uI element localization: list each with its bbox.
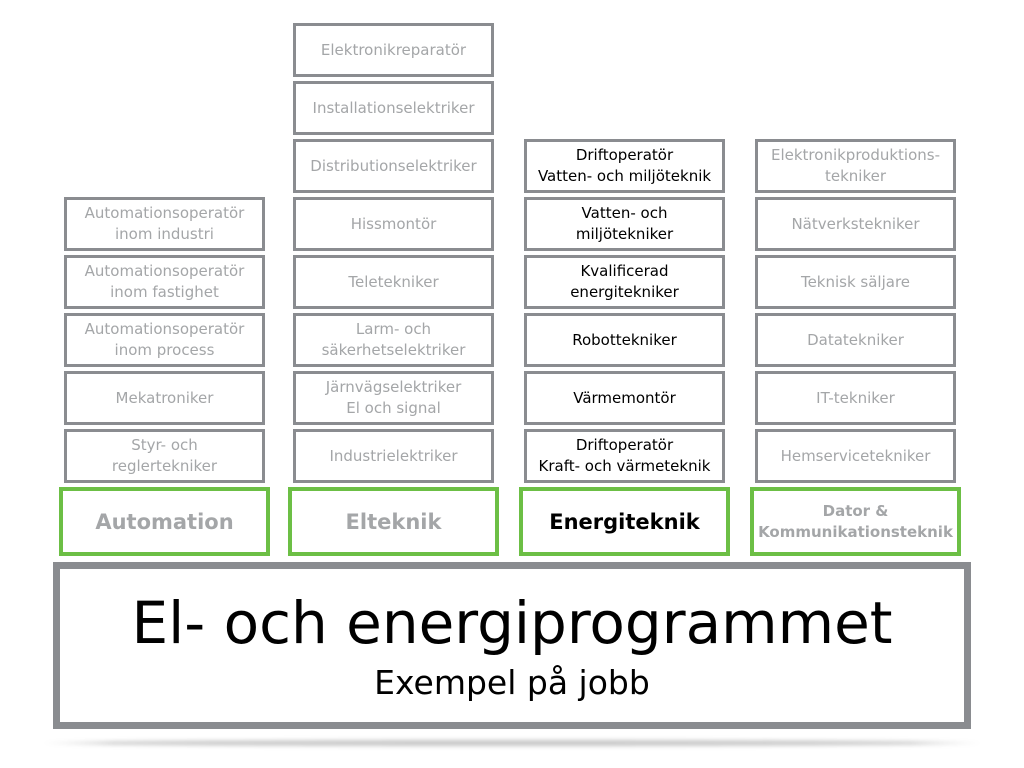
job-box: Styr- och reglertekniker <box>64 429 265 483</box>
program-box: El- och energiprogrammet Exempel på jobb <box>53 562 971 729</box>
program-subtitle: Exempel på jobb <box>374 663 650 702</box>
job-box: Driftoperatör Kraft- och värmeteknik <box>524 429 725 483</box>
job-box: Industrielektriker <box>293 429 494 483</box>
job-box: Automationsoperatör inom process <box>64 313 265 367</box>
job-box: Teknisk säljare <box>755 255 956 309</box>
job-box: Teletekniker <box>293 255 494 309</box>
job-box: Hissmontör <box>293 197 494 251</box>
job-box: Larm- och säkerhetselektriker <box>293 313 494 367</box>
category-elteknik: Elteknik <box>288 487 499 556</box>
program-title: El- och energiprogrammet <box>131 589 893 657</box>
job-box: Hemservicetekniker <box>755 429 956 483</box>
job-box: Datatekniker <box>755 313 956 367</box>
job-box: Robottekniker <box>524 313 725 367</box>
job-box: Distributionselektriker <box>293 139 494 193</box>
job-box: Mekatroniker <box>64 371 265 425</box>
job-box: Elektronikproduktions- tekniker <box>755 139 956 193</box>
job-box: Automationsoperatör inom industri <box>64 197 265 251</box>
job-box: IT-tekniker <box>755 371 956 425</box>
category-energiteknik: Energiteknik <box>519 487 730 556</box>
category-dator-kommunikationsteknik: Dator & Kommunikationsteknik <box>750 487 961 556</box>
job-box: Vatten- och miljötekniker <box>524 197 725 251</box>
job-box: Kvalificerad energitekniker <box>524 255 725 309</box>
job-box: Järnvägselektriker El och signal <box>293 371 494 425</box>
base-shadow <box>40 740 984 746</box>
job-box: Värmemontör <box>524 371 725 425</box>
job-box: Automationsoperatör inom fastighet <box>64 255 265 309</box>
job-box: Installationselektriker <box>293 81 494 135</box>
job-box: Nätverkstekniker <box>755 197 956 251</box>
job-box: Elektronikreparatör <box>293 23 494 77</box>
category-automation: Automation <box>59 487 270 556</box>
job-box: Driftoperatör Vatten- och miljöteknik <box>524 139 725 193</box>
